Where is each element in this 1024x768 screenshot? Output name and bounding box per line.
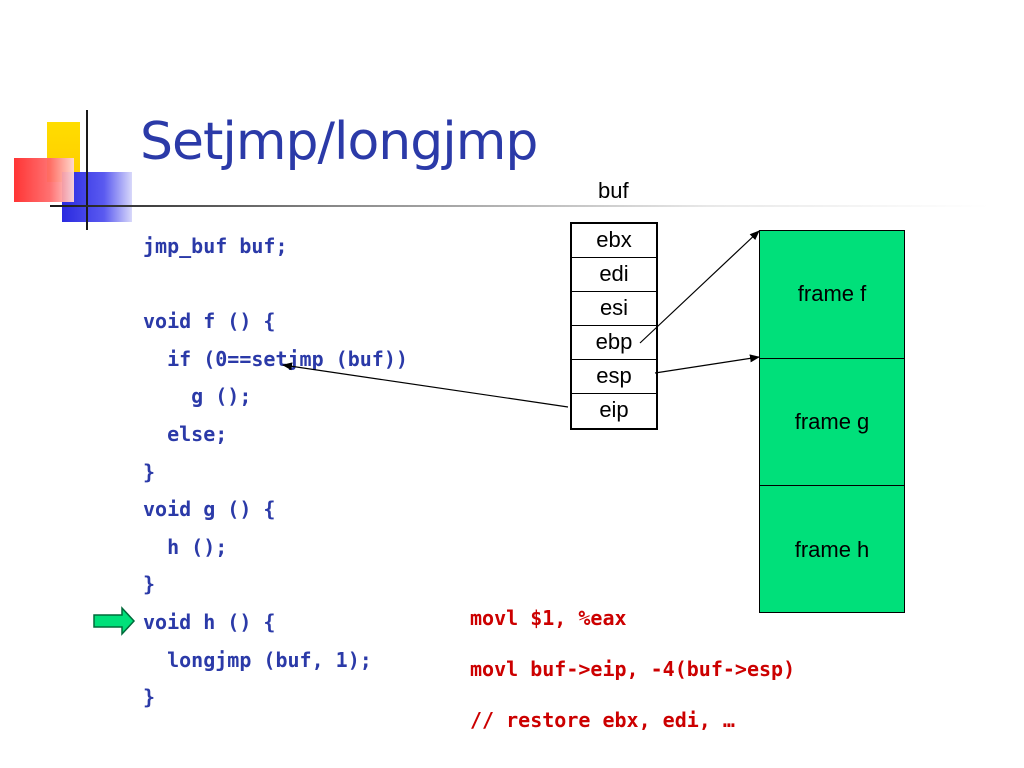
asm-line: movl $1, %eax <box>470 606 627 630</box>
register-cell-esi: esi <box>572 292 656 326</box>
code-line: if (0==setjmp (buf)) <box>143 346 408 371</box>
code-line: } <box>143 459 156 484</box>
code-line: longjmp (buf, 1); <box>143 647 372 672</box>
jmp-buf-table: ebx edi esi ebp esp eip <box>570 222 658 430</box>
register-cell-esp: esp <box>572 360 656 394</box>
asm-line: // restore ebx, edi, … <box>470 708 735 732</box>
title-underline-rule <box>50 205 990 207</box>
code-line: void f () { <box>143 309 276 334</box>
esp-to-frame-g-arrow <box>654 354 760 374</box>
ebp-to-frame-f-arrow <box>639 230 760 344</box>
current-line-pointer-icon <box>93 606 136 636</box>
code-line: } <box>143 572 156 597</box>
slide-title: Setjmp/longjmp <box>140 112 538 172</box>
buf-label: buf <box>598 178 629 203</box>
code-line: jmp_buf buf; <box>143 234 288 258</box>
code-line: h (); <box>143 534 228 559</box>
eip-to-setjmp-arrow <box>282 362 569 408</box>
register-cell-ebp: ebp <box>572 326 656 360</box>
code-line: } <box>143 685 156 710</box>
decorative-red-square <box>14 158 74 202</box>
stack-frame-h: frame h <box>794 536 870 562</box>
register-cell-ebx: ebx <box>572 224 656 258</box>
call-stack: frame f frame g frame h <box>759 230 905 613</box>
register-cell-eip: eip <box>599 397 629 422</box>
code-line: g (); <box>143 384 252 409</box>
asm-line: movl buf->eip, -4(buf->esp) <box>470 657 796 681</box>
stack-frame-g: frame g <box>760 359 904 487</box>
code-line: void g () { <box>143 497 276 522</box>
code-line: else; <box>143 421 228 446</box>
c-code-block: jmp_buf buf; void f () { if (0==setjmp (… <box>143 228 408 717</box>
register-cell-edi: edi <box>572 258 656 292</box>
code-line: void h () { <box>143 609 276 634</box>
decorative-vertical-rule <box>86 110 88 230</box>
stack-frame-f: frame f <box>760 231 904 359</box>
